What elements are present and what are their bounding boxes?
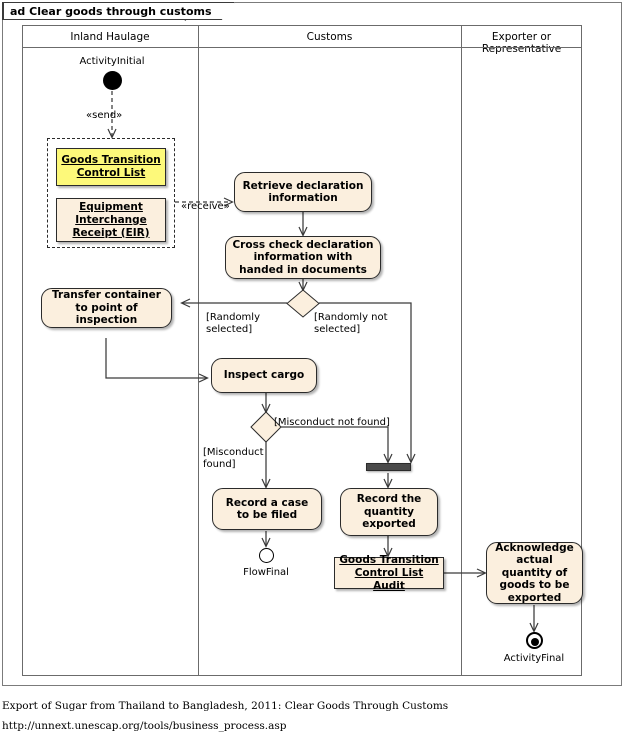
lane-header-inland-haulage: Inland Haulage: [70, 31, 150, 43]
guard-randomly-not-selected: [Randomly not selected]: [314, 312, 388, 335]
lane-header-customs: Customs: [306, 31, 353, 43]
lane-header-exporter: Exporter or Representative: [481, 31, 562, 55]
guard-misconduct-found: [Misconduct found]: [203, 447, 264, 470]
activity-inspect-cargo: Inspect cargo: [211, 358, 317, 393]
lane-divider-2: [461, 25, 462, 676]
flow-final-node: [259, 548, 274, 563]
activity-final-node: [525, 632, 543, 649]
activity-cross-check-declaration: Cross check declaration information with…: [225, 236, 381, 279]
activity-initial-node: [102, 71, 122, 90]
receive-stereotype-label: «receive»: [181, 201, 230, 212]
guard-misconduct-not-found: [Misconduct not found]: [274, 417, 390, 428]
activity-transfer-container: Transfer container to point of inspectio…: [41, 288, 172, 328]
object-pin-group: [47, 138, 175, 248]
lane-divider-1: [198, 25, 199, 676]
guard-randomly-selected: [Randomly selected]: [206, 312, 260, 335]
join-merge-bar: [366, 463, 411, 471]
activity-record-a-case: Record a case to be filed: [212, 488, 322, 530]
document-equipment-interchange-receipt: Equipment Interchange Receipt (EIR): [56, 198, 166, 242]
caption-line-2: http://unnext.unescap.org/tools/business…: [2, 720, 287, 732]
lane-header-separator: [22, 47, 582, 48]
activity-initial-label: ActivityInitial: [79, 56, 145, 67]
activity-record-quantity-exported: Record the quantity exported: [340, 488, 438, 536]
send-stereotype-label: «send»: [86, 110, 123, 121]
document-goods-transition-control-list: Goods Transition Control List: [56, 148, 166, 186]
caption-line-1: Export of Sugar from Thailand to Banglad…: [2, 700, 449, 712]
document-gtcl-audit: Goods Transition Control List Audit: [334, 554, 444, 592]
activity-retrieve-declaration-information: Retrieve declaration information: [234, 172, 372, 212]
flow-final-label: FlowFinal: [243, 567, 289, 578]
activity-final-label: ActivityFinal: [503, 653, 565, 664]
frame-label-tab: ad Clear goods through customs: [2, 2, 235, 21]
frame-label-text: ad Clear goods through customs: [10, 5, 212, 18]
activity-acknowledge-quantity: Acknowledge actual quantity of goods to …: [486, 542, 583, 604]
